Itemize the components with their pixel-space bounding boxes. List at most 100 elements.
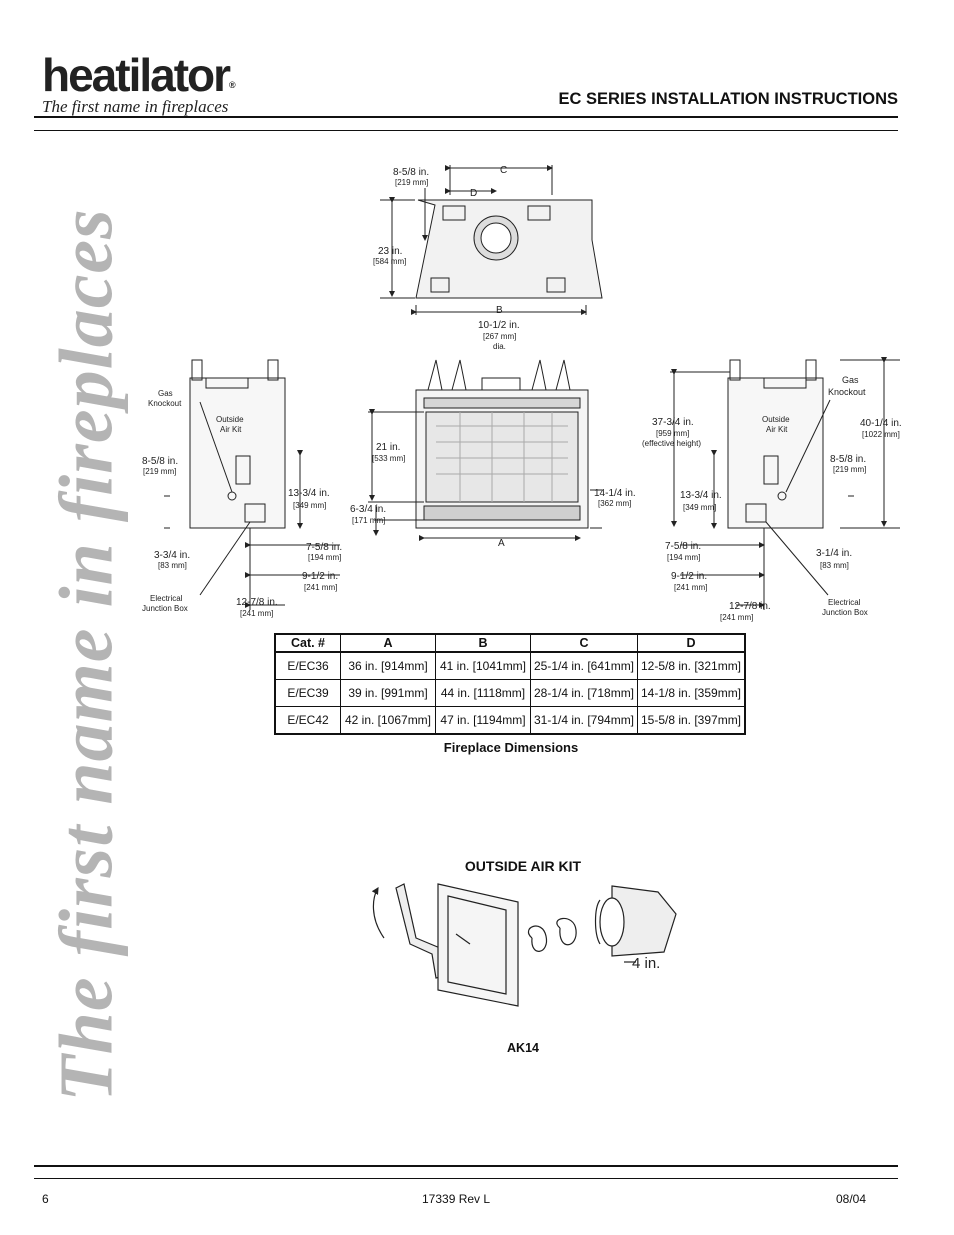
outside-air-kit-title: OUTSIDE AIR KIT [464, 858, 582, 874]
right-offset-2-mm: [241 mm] [674, 583, 707, 592]
right-gas-knockout-2: Knockout [828, 387, 866, 397]
right-offset-3-mm: [241 mm] [720, 613, 753, 622]
logo-tagline: The first name in fireplaces [42, 97, 229, 116]
header-divider [34, 116, 898, 118]
table-row: E/EC39 39 in. [991mm] 44 in. [1118mm] 28… [274, 679, 746, 707]
right-effective-note: (effective height) [642, 439, 701, 448]
dim-d-label: D [470, 188, 477, 199]
top-side-depth-mm: [219 mm] [395, 178, 428, 187]
table-cell: E/EC39 [274, 679, 341, 707]
front-hearth-mm: [171 mm] [352, 516, 385, 525]
table-cell: 15-5/8 in. [397mm] [637, 706, 746, 735]
table-cell: 41 in. [1041mm] [435, 651, 531, 680]
flue-dia-note: dia. [493, 342, 506, 351]
footer-divider-thin [34, 1178, 898, 1179]
page-number: 6 [42, 1192, 49, 1206]
left-offset-2: 9-1/2 in. [302, 571, 338, 582]
table-cell: 12-5/8 in. [321mm] [637, 651, 746, 680]
document-number: 17339 Rev L [422, 1192, 491, 1206]
left-air-kit-1: Outside [216, 415, 244, 424]
dim-c-label: C [500, 165, 507, 176]
front-right-height: 14-1/4 in. [594, 488, 636, 499]
right-height-b-mm: [349 mm] [683, 503, 716, 512]
right-effective-height-mm: [959 mm] [656, 429, 689, 438]
right-offset-1: 7-5/8 in. [665, 541, 701, 552]
left-offset-3-mm: [241 mm] [240, 609, 273, 618]
left-height-b-mm: [349 mm] [293, 501, 326, 510]
table-row: E/EC42 42 in. [1067mm] 47 in. [1194mm] 3… [274, 706, 746, 735]
table-header: C [530, 633, 638, 653]
table-cell: 36 in. [914mm] [340, 651, 436, 680]
right-height-a: 8-5/8 in. [830, 454, 866, 465]
left-offset-1-mm: [194 mm] [308, 553, 341, 562]
left-air-kit-2: Air Kit [220, 425, 242, 434]
table-cell: 42 in. [1067mm] [340, 706, 436, 735]
table-cell: 25-1/4 in. [641mm] [530, 651, 638, 680]
top-depth-mm: [584 mm] [373, 257, 406, 266]
table-cell: 28-1/4 in. [718mm] [530, 679, 638, 707]
right-bottom-mm: [83 mm] [820, 561, 849, 570]
top-view [380, 165, 603, 315]
left-offset-2-mm: [241 mm] [304, 583, 337, 592]
side-watermark: The first name in fireplaces [44, 208, 129, 1102]
table-caption: Fireplace Dimensions [443, 740, 579, 755]
right-side-view [670, 357, 900, 610]
left-junction-box-2: Junction Box [142, 604, 188, 613]
fireplace-dimension-diagram: C D B 8-5/8 in. [219 mm] 23 in. [584 mm]… [142, 165, 902, 622]
page-title: EC SERIES INSTALLATION INSTRUCTIONS [558, 90, 898, 108]
front-dim-a: A [498, 538, 505, 549]
flue-dia: 10-1/2 in. [478, 320, 520, 331]
left-gas-knockout-2: Knockout [148, 399, 182, 408]
right-junction-box-1: Electrical [828, 598, 861, 607]
front-opening-height-mm: [533 mm] [372, 454, 405, 463]
left-offset-3: 12-7/8 in. [236, 597, 278, 608]
table-cell: 31-1/4 in. [794mm] [530, 706, 638, 735]
document-date: 08/04 [836, 1192, 867, 1206]
right-offset-3: 12-7/8 in. [729, 601, 771, 612]
left-junction-box-1: Electrical [150, 594, 183, 603]
air-kit-size-label: 4 in. [632, 955, 660, 972]
table-cell: E/EC42 [274, 706, 341, 735]
right-bottom: 3-1/4 in. [816, 548, 852, 559]
right-total-height-mm: [1022 mm] [862, 430, 900, 439]
front-right-height-mm: [362 mm] [598, 499, 631, 508]
right-junction-box-2: Junction Box [822, 608, 868, 617]
left-gas-knockout-1: Gas [158, 389, 173, 398]
dimensions-table: Cat. # A B C D E/EC36 36 in. [914mm] 41 … [274, 633, 746, 735]
table-cell: 39 in. [991mm] [340, 679, 436, 707]
table-cell: 47 in. [1194mm] [435, 706, 531, 735]
right-total-height: 40-1/4 in. [860, 418, 902, 429]
right-effective-height: 37-3/4 in. [652, 417, 694, 428]
air-kit-model: AK14 [507, 1041, 539, 1055]
right-offset-2: 9-1/2 in. [671, 571, 707, 582]
right-air-kit-2: Air Kit [766, 425, 788, 434]
top-side-depth: 8-5/8 in. [393, 167, 429, 178]
dim-b-label: B [496, 305, 503, 316]
front-hearth: 6-3/4 in. [350, 504, 386, 515]
table-header: Cat. # [274, 633, 341, 653]
right-offset-1-mm: [194 mm] [667, 553, 700, 562]
left-bottom: 3-3/4 in. [154, 550, 190, 561]
table-header: A [340, 633, 436, 653]
footer-divider [34, 1165, 898, 1167]
right-gas-knockout-1: Gas [842, 375, 859, 385]
table-row: E/EC36 36 in. [914mm] 41 in. [1041mm] 25… [274, 651, 746, 680]
left-height-b: 13-3/4 in. [288, 488, 330, 499]
table-cell: 14-1/8 in. [359mm] [637, 679, 746, 707]
left-bottom-mm: [83 mm] [158, 561, 187, 570]
table-cell: E/EC36 [274, 651, 341, 680]
left-side-view [164, 359, 340, 610]
right-height-b: 13-3/4 in. [680, 490, 722, 501]
table-header: B [435, 633, 531, 653]
top-depth: 23 in. [378, 246, 402, 257]
logo-wordmark: heatilator® [42, 49, 236, 101]
table-cell: 44 in. [1118mm] [435, 679, 531, 707]
front-opening-height: 21 in. [376, 442, 400, 453]
brand-logo: heatilator® The first name in fireplaces [42, 49, 236, 117]
right-air-kit-1: Outside [762, 415, 790, 424]
flue-dia-mm: [267 mm] [483, 332, 516, 341]
right-height-a-mm: [219 mm] [833, 465, 866, 474]
left-height-a: 8-5/8 in. [142, 456, 178, 467]
front-view [368, 359, 602, 541]
outside-air-kit-illustration: 4 in. [371, 883, 677, 1007]
